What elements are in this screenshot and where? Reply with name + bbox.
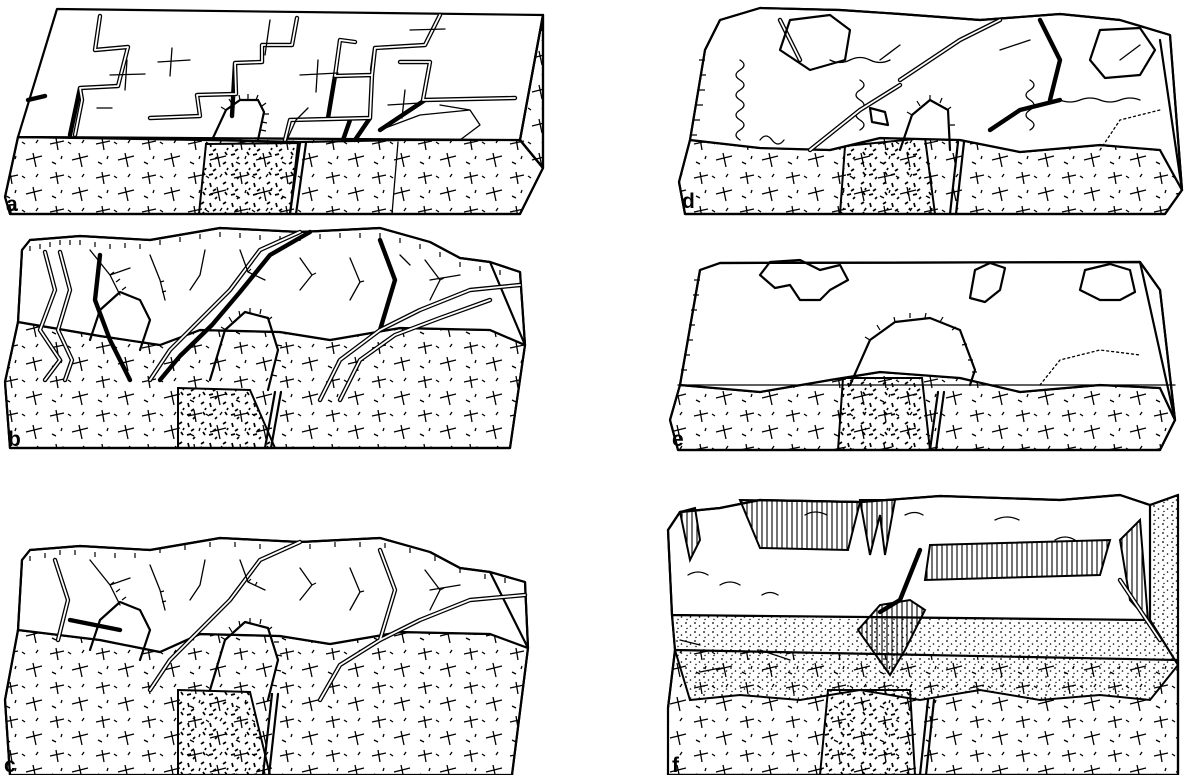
panel-label-f: f (672, 754, 680, 775)
panel-f: f (668, 495, 1178, 775)
panel-label-c: c (4, 754, 16, 775)
panel-label-b: b (8, 428, 21, 451)
panel-d: d (679, 8, 1182, 214)
panel-e: e (670, 260, 1175, 451)
panel-b: b (5, 228, 525, 451)
panel-a: a (5, 9, 543, 216)
panel-label-d: d (682, 190, 695, 213)
panel-c: c (4, 538, 528, 775)
panel-label-a: a (6, 193, 18, 216)
panel-label-e: e (672, 428, 684, 451)
